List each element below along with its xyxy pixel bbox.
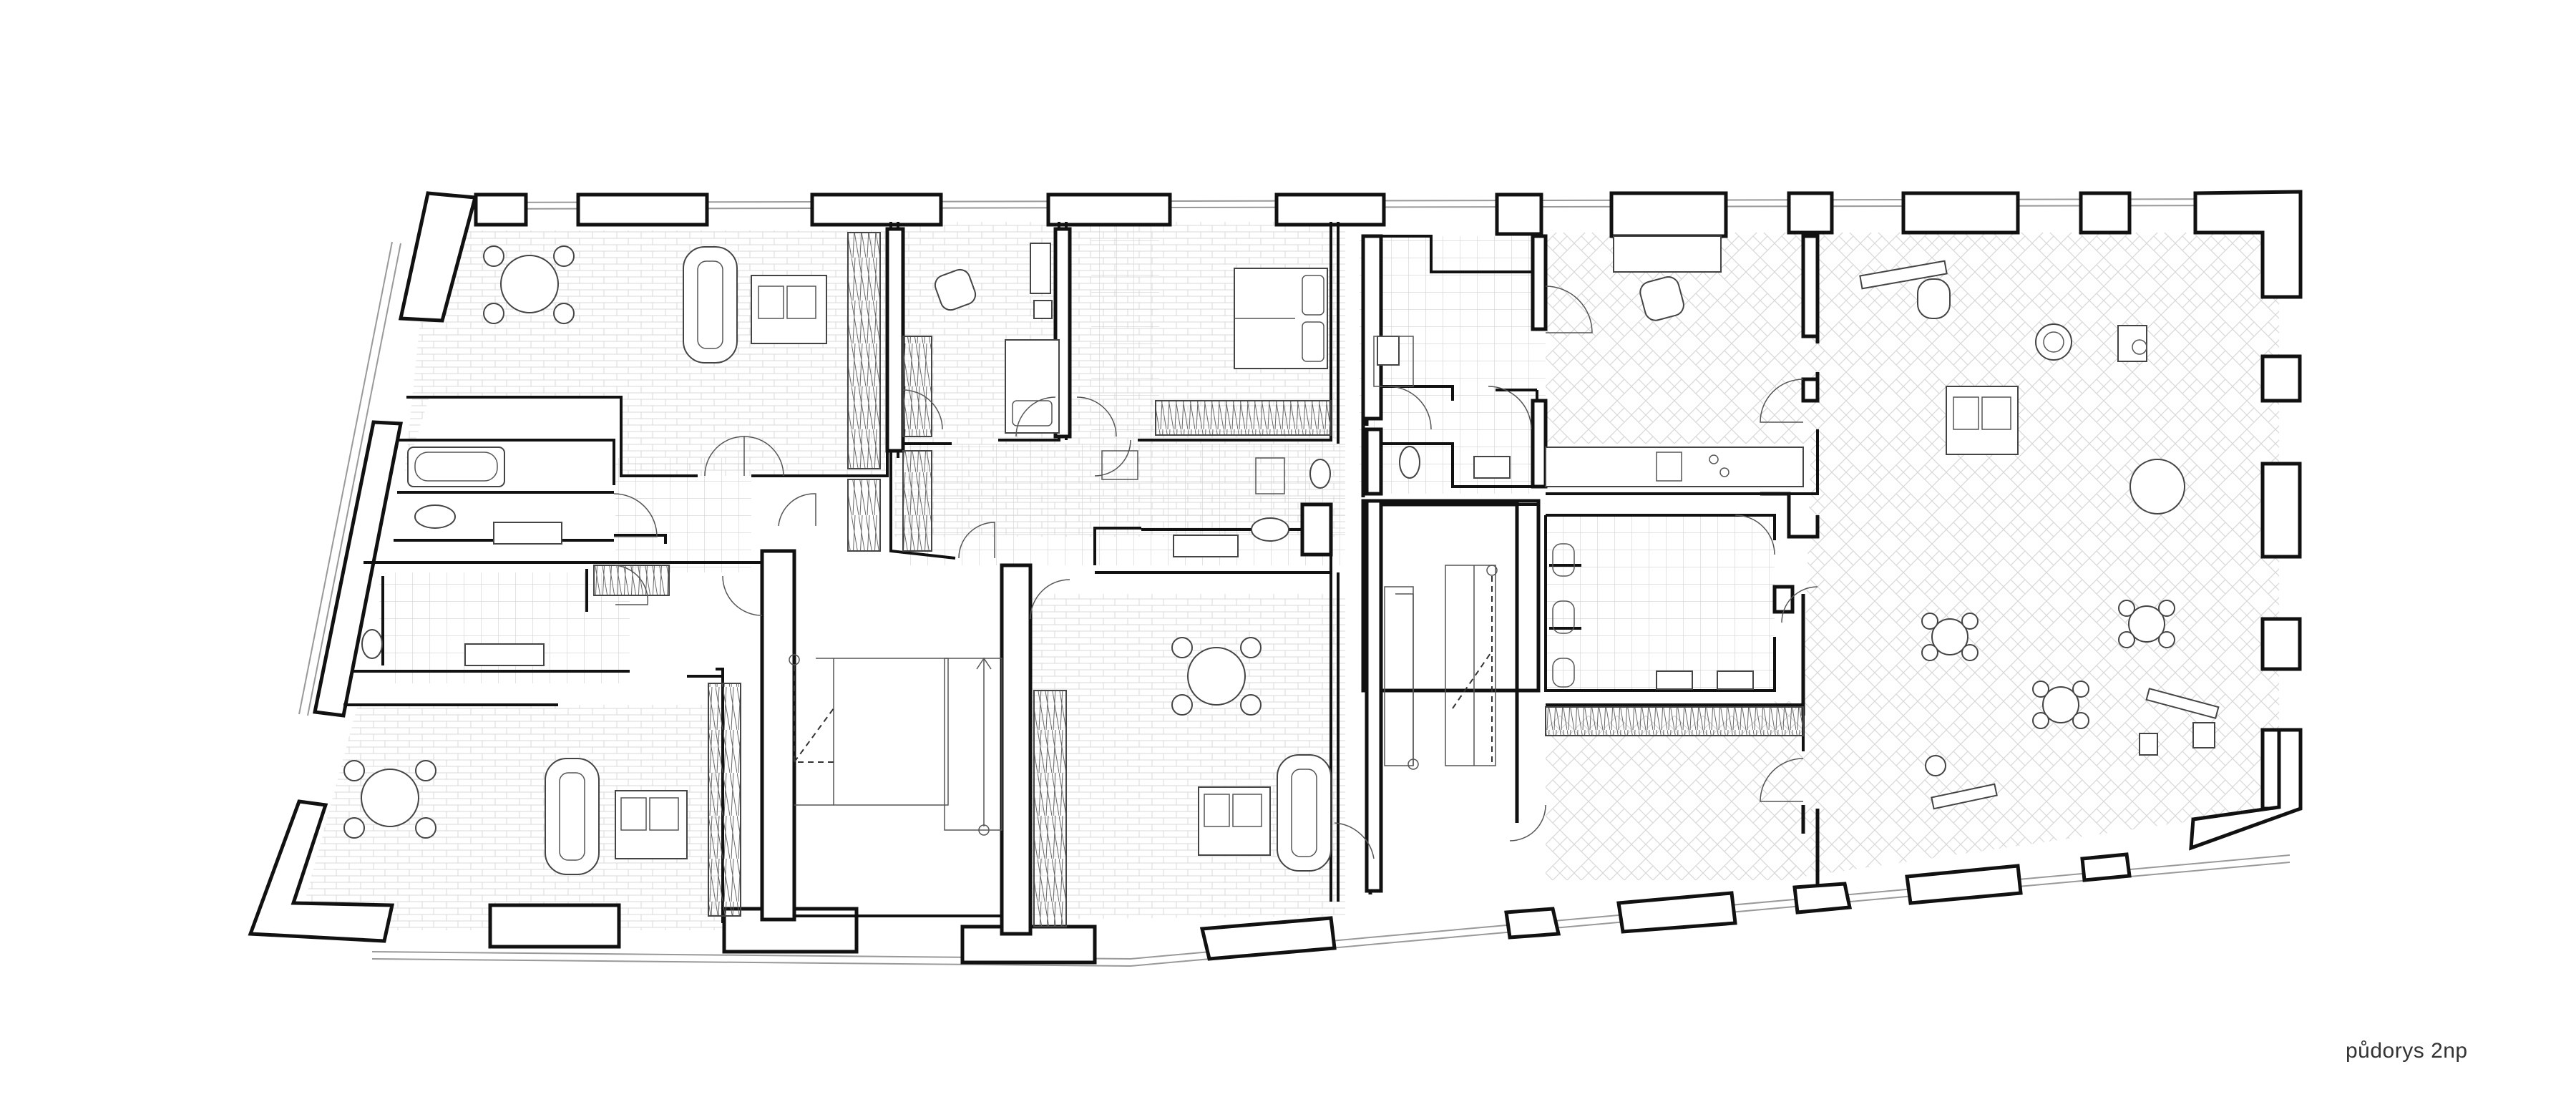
desk-icon	[1030, 243, 2220, 810]
interior-walls	[343, 222, 1820, 936]
dining-table-icon	[1921, 600, 2175, 729]
kitchen-counter-icon	[1545, 235, 1804, 487]
bed-icon	[1005, 268, 1328, 434]
dining-table-icon	[483, 245, 575, 324]
armchair-icon	[934, 268, 1684, 321]
shower-tray	[1101, 336, 1414, 494]
toilet-icon	[361, 446, 1420, 659]
stair-right-icon	[1384, 565, 1498, 770]
dining-table-icon	[1171, 637, 1262, 716]
stair-left-icon	[789, 654, 1002, 836]
wc-cubicles	[1549, 543, 1581, 688]
sofa-icon	[545, 246, 1332, 875]
outer-walls	[248, 190, 2303, 965]
dining-table-icon	[343, 760, 436, 839]
wardrobe-icon	[593, 232, 1804, 927]
plan-caption: půdorys 2np	[2346, 1039, 2468, 1063]
washbasin-icon	[464, 336, 1754, 690]
bathtub-icon	[407, 447, 505, 487]
door-swing-icon	[613, 286, 1818, 859]
rug-icon	[615, 275, 2019, 859]
